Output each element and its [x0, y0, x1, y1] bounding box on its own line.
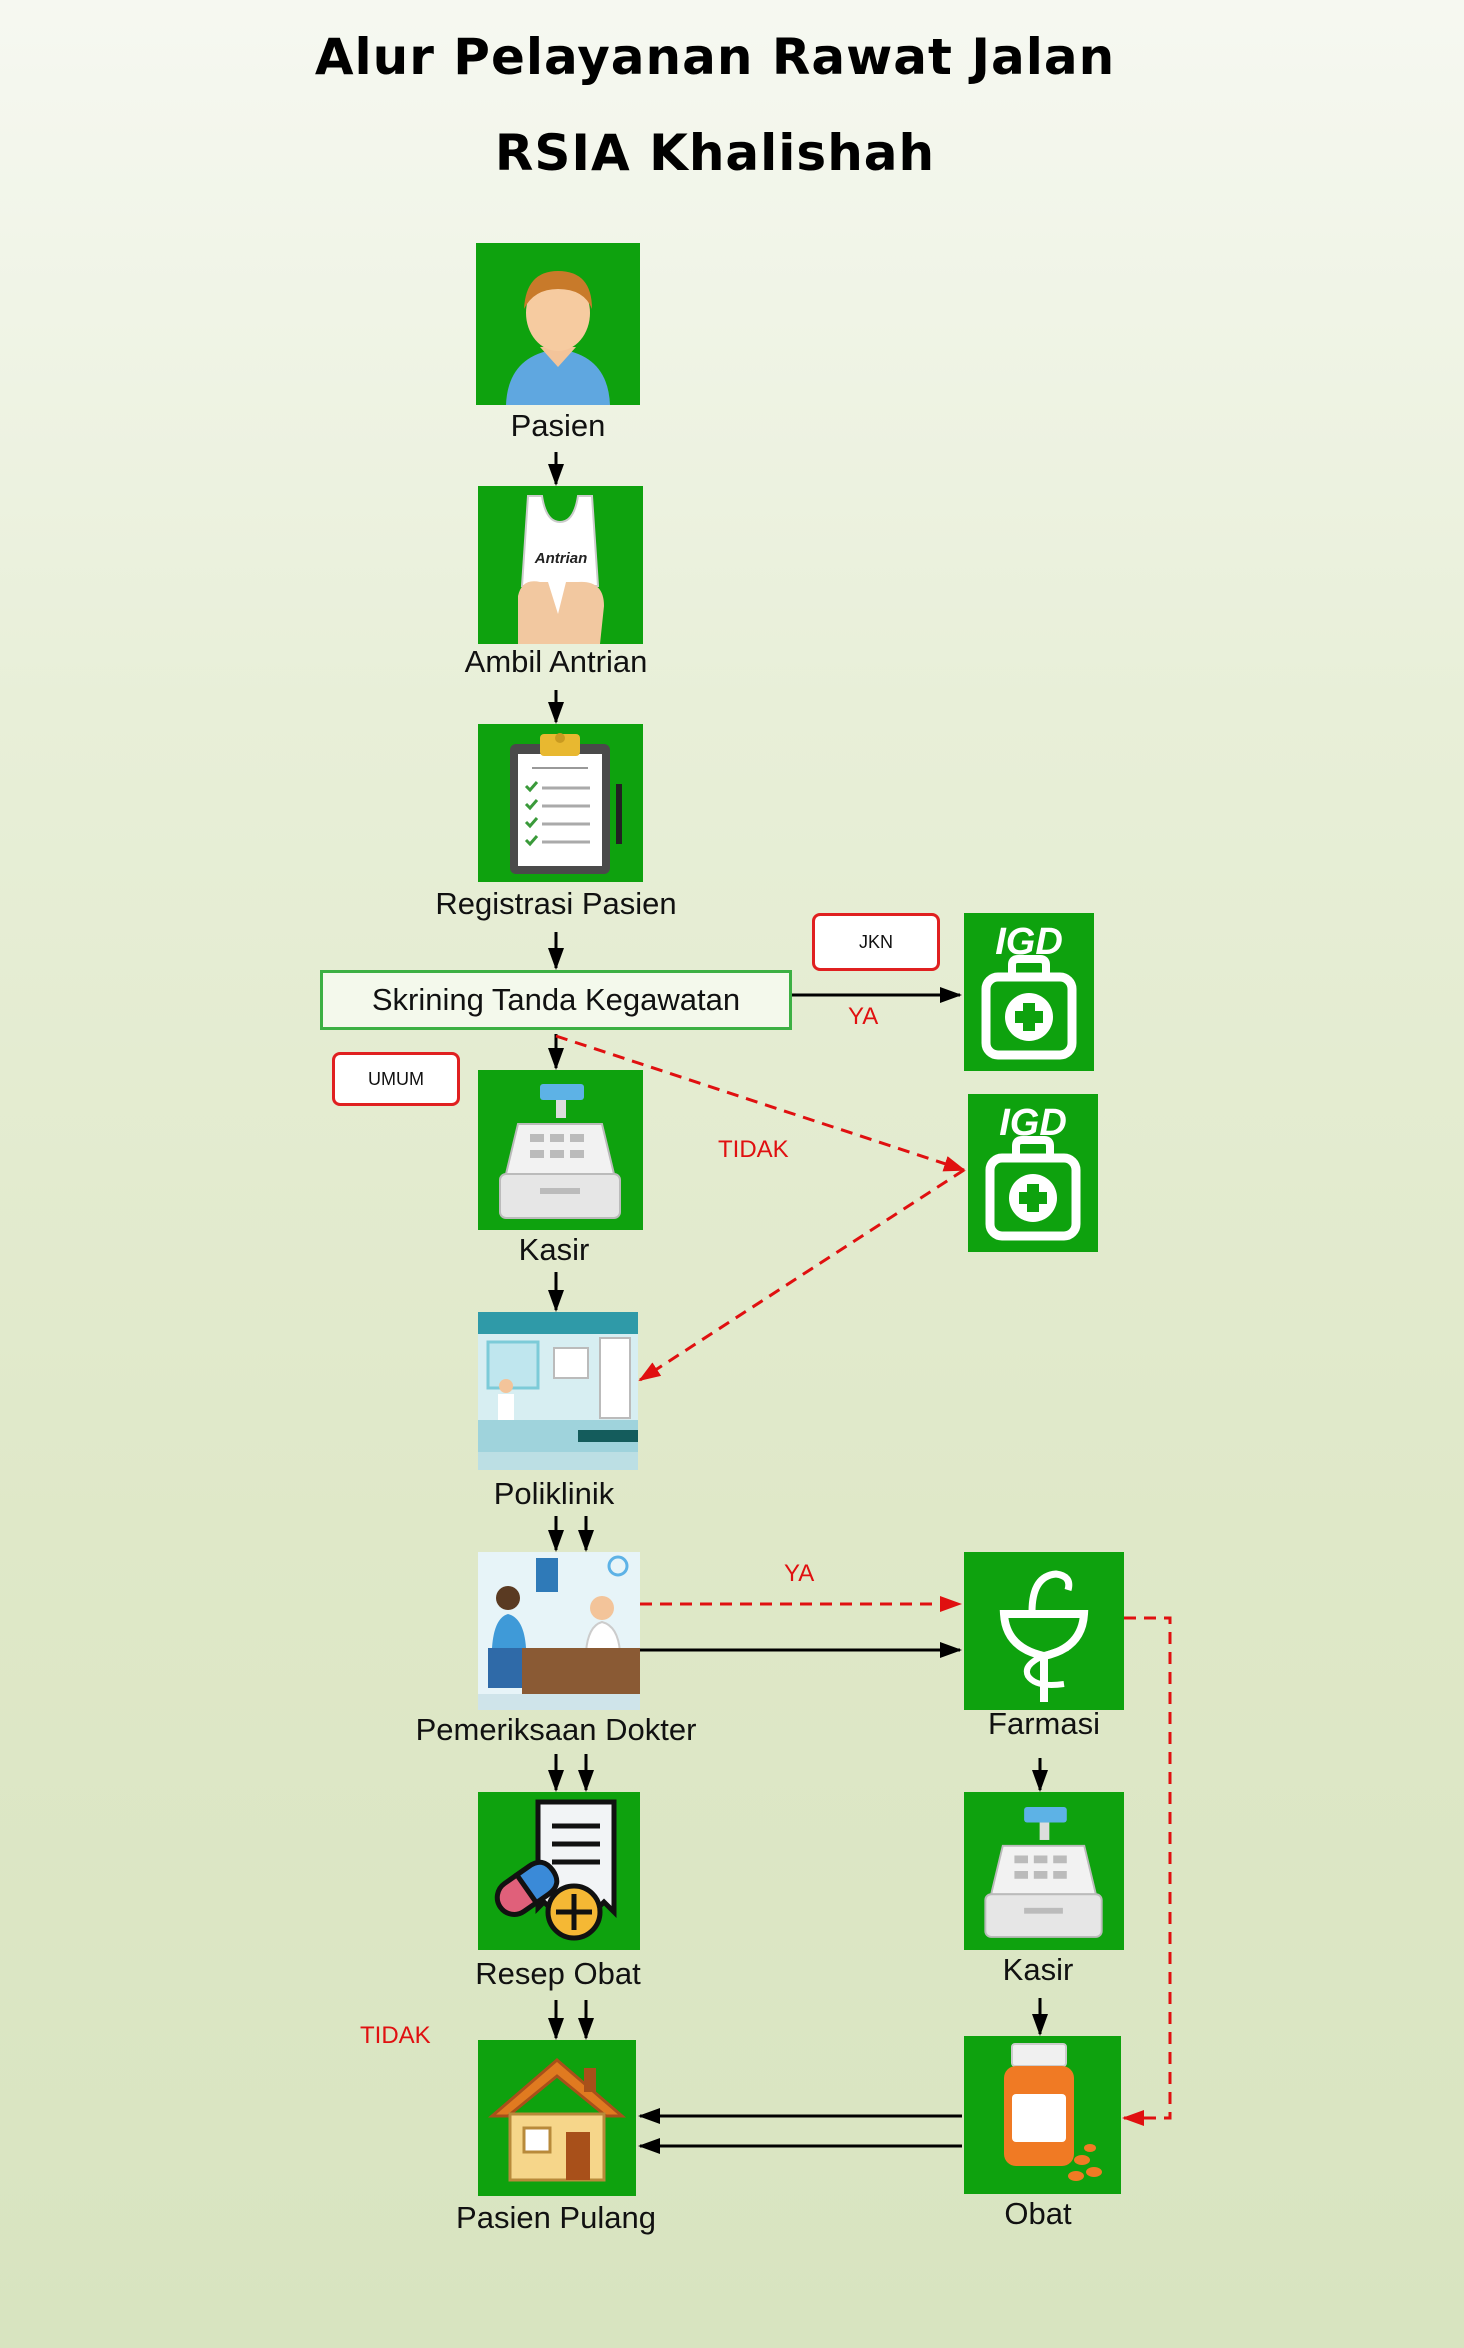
first-aid-kit-icon: [981, 955, 1077, 1060]
antrian-label: Ambil Antrian: [464, 644, 648, 679]
igd-top-node: IGD: [964, 913, 1094, 1071]
doctor-consultation-icon: [478, 1555, 640, 1710]
registrasi-node: [478, 724, 643, 882]
clinic-room-icon: [478, 1312, 638, 1470]
title-line1: Alur Pelayanan Rawat Jalan: [314, 28, 1116, 86]
obat-node: [964, 2036, 1121, 2194]
house-icon: [487, 2058, 627, 2182]
umum-tag: UMUM: [332, 1052, 460, 1106]
poliklinik-label: Poliklinik: [493, 1476, 615, 1511]
antrian-node: Antrian: [478, 486, 643, 644]
pasien-node: [476, 243, 640, 405]
kasir1-node: [478, 1070, 643, 1230]
skrining-box: Skrining Tanda Kegawatan: [320, 970, 792, 1030]
kasir2-node: [964, 1792, 1124, 1950]
dashed-igd-poliklinik: [638, 1168, 965, 1382]
registrasi-label: Registrasi Pasien: [435, 886, 677, 921]
kasir1-label: Kasir: [518, 1232, 590, 1267]
clipboard-icon: [510, 733, 622, 874]
patient-icon: [506, 271, 610, 405]
tidak-igd-label: TIDAK: [718, 1136, 789, 1163]
resep-label: Resep Obat: [475, 1956, 641, 1991]
queue-ticket-icon: [518, 495, 604, 644]
cash-register-icon: [499, 1084, 621, 1219]
igd-mid-node: IGD: [968, 1094, 1098, 1252]
tidak-pulang-label: TIDAK: [360, 2022, 431, 2049]
cash-register-icon: [984, 1807, 1103, 1938]
pemeriksaan-node: [478, 1552, 640, 1710]
resep-node: [478, 1792, 640, 1950]
ya-farmasi-label: YA: [784, 1560, 815, 1587]
poliklinik-node: [478, 1312, 638, 1470]
farmasi-label: Farmasi: [988, 1706, 1100, 1741]
pharmacy-bowl-snake-icon: [999, 1570, 1089, 1702]
title-line2: RSIA Khalishah: [494, 124, 936, 182]
farmasi-node: [964, 1552, 1124, 1710]
antrian-ticket-text: Antrian: [534, 550, 588, 567]
jkn-tag: JKN: [812, 913, 940, 971]
obat-label: Obat: [1004, 2196, 1072, 2231]
pasien-label: Pasien: [510, 408, 606, 443]
pemeriksaan-label: Pemeriksaan Dokter: [415, 1712, 697, 1747]
ya-igd-label: YA: [848, 1003, 879, 1030]
kasir2-label: Kasir: [1002, 1952, 1074, 1987]
pulang-node: [478, 2040, 636, 2196]
pulang-label: Pasien Pulang: [456, 2200, 656, 2235]
medicine-bottle-icon: [1004, 2043, 1102, 2181]
prescription-pills-icon: [494, 1799, 617, 1941]
dashed-farmasi-obat: [1122, 1616, 1172, 2126]
first-aid-kit-icon: [985, 1136, 1081, 1241]
